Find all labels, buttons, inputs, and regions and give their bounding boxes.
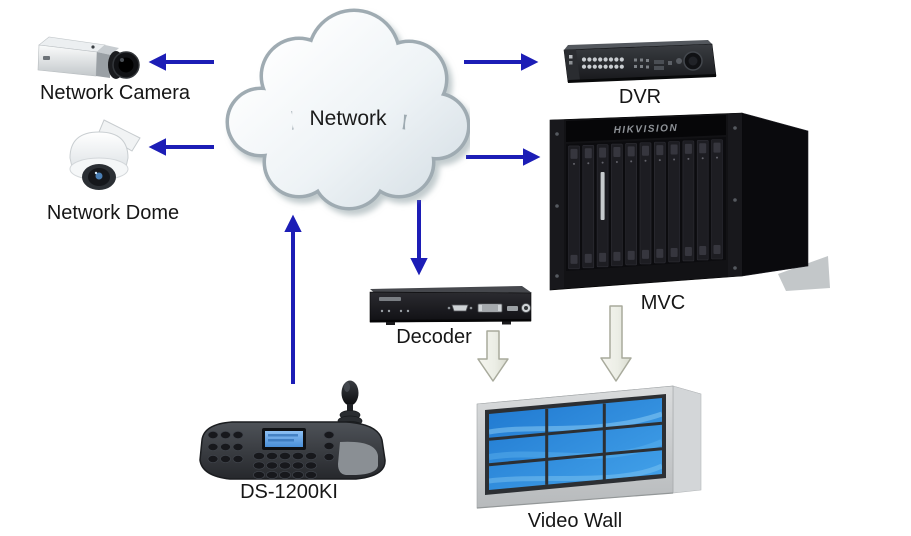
- video-wall-grid-lines: [488, 403, 663, 485]
- keyboard-palm-rest: [338, 441, 378, 475]
- video-wall-image: [476, 385, 702, 509]
- cloud-label: Network: [309, 107, 387, 130]
- network-camera-label: Network Camera: [39, 82, 191, 104]
- dvr-image: [563, 40, 717, 83]
- keyboard-image: [199, 380, 386, 480]
- mvc-brand-text: HIKVISION: [613, 123, 678, 136]
- mvc-label: MVC: [640, 292, 686, 314]
- mvc-side-panel: [741, 112, 809, 277]
- decoder-label: Decoder: [396, 326, 472, 348]
- block-arrow-mvc-to-videowall: [600, 305, 632, 382]
- dvr-front-buttons: [581, 57, 624, 69]
- keyboard-label: DS-1200KI: [240, 481, 338, 503]
- mvc-brand-banner: [566, 115, 726, 142]
- dome-mount-arm: [98, 119, 141, 152]
- decoder-brand-mark: [379, 297, 401, 301]
- decoder-image: [369, 286, 532, 325]
- video-wall-screens: [489, 398, 662, 490]
- video-wall-side-panel: [672, 385, 702, 494]
- network-dome-label: Network Dome: [46, 202, 180, 224]
- mvc-blade-slots: [568, 139, 723, 270]
- mvc-image: HIKVISION: [549, 112, 830, 291]
- network-camera-image: [37, 36, 140, 79]
- video-wall-label: Video Wall: [527, 510, 623, 532]
- network-cloud: Network: [224, 4, 470, 226]
- mvc-shadow: [778, 256, 830, 291]
- network-dome-image: [69, 119, 141, 190]
- dvr-label: DVR: [618, 86, 662, 108]
- block-arrow-decoder-to-videowall: [477, 330, 509, 382]
- keyboard-keys: [207, 431, 335, 479]
- decoder-ports: [447, 303, 531, 313]
